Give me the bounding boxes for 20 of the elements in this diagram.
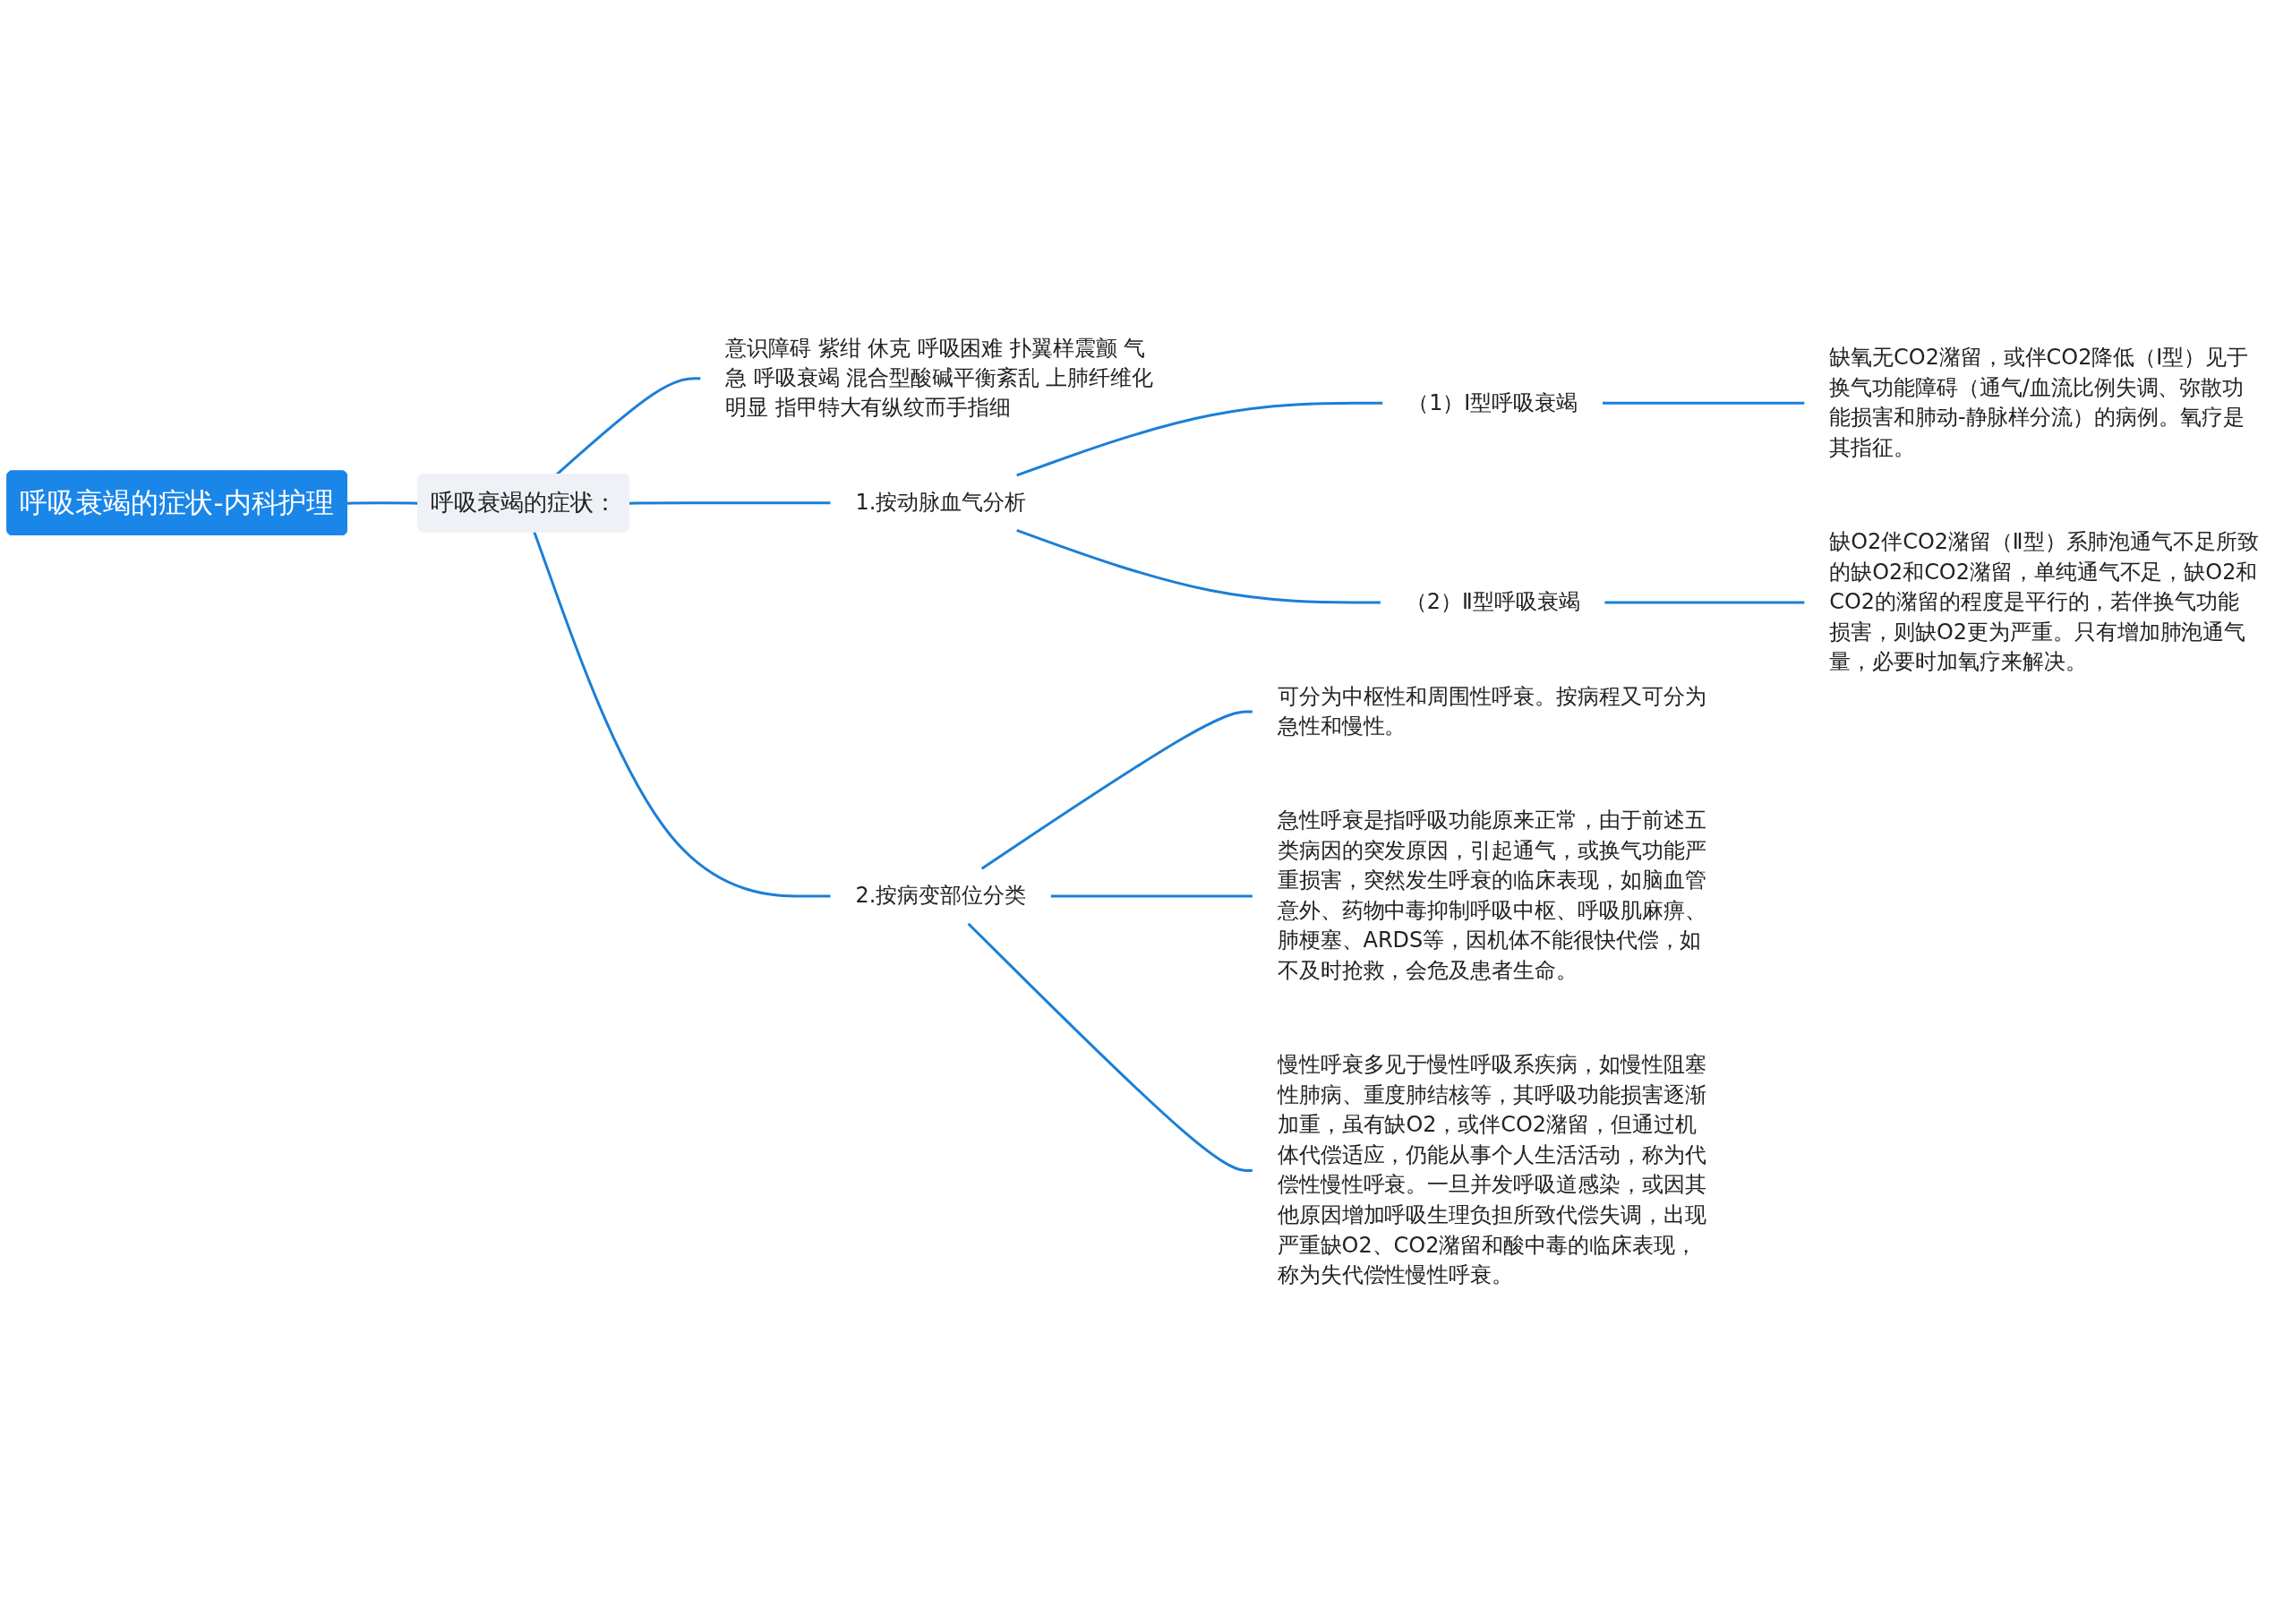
node-text: 1.按动脉血气分析 (855, 489, 1026, 515)
connector (1604, 601, 1805, 604)
node-text: 缺O2伴CO2潴留（Ⅱ型）系肺泡通气不足所致的缺O2和CO2潴留，单纯通气不足，缺O2和CO2的潴留的程度是平行的，若伴换气功能损害，则缺O2更为严重。只有增加肺泡通气量，必要时加氧疗来解决。 (1829, 529, 2259, 675)
connector (1016, 401, 1383, 477)
node-text: 可分为中枢性和周围性呼衰。按病程又可分为急性和慢性。 (1277, 683, 1706, 739)
connector (1050, 894, 1253, 898)
connector (967, 922, 1253, 1172)
connector (1016, 529, 1381, 604)
node-text: 慢性呼衰多见于慢性呼吸系疾病，如慢性阻塞性肺病、重度肺结核等，其呼吸功能损害逐渐加重，虽有缺O2，或伴CO2潴留，但通过机体代偿适应，仍能从事个人生活活动，称为代偿性慢性呼衰。一旦并发呼吸道感染，或因其他原因增加呼吸生理负担所致代偿失调，出现严重缺O2、CO2潴留和酸中毒的临床表现，称为失代偿性慢性呼衰。 (1277, 1052, 1706, 1287)
node-text: 2.按病变部位分类 (855, 883, 1026, 909)
connector (980, 710, 1253, 870)
node-text: 意识障碍 紫绀 休克 呼吸困难 扑翼样震颤 气急 呼吸衰竭 混合型酸碱平衡紊乱 上肺纤维化明显 指甲特大有纵纹而手指细 (725, 335, 1153, 421)
node-text: （2）Ⅱ型呼吸衰竭 (1405, 589, 1580, 615)
node-text: （1）Ⅰ型呼吸衰竭 (1407, 389, 1578, 415)
connector (533, 531, 831, 898)
node-text: 急性呼衰是指呼吸功能原来正常，由于前述五类病因的突发原因，引起通气，或换气功能严重损害，突然发生呼衰的临床表现，如脑血管意外、药物中毒抑制呼吸中枢、呼吸肌麻痹、肺梗塞、ARDS等，因机体不能很快代偿，如不及时抢救，会危及患者生命。 (1277, 808, 1706, 983)
connector (346, 501, 419, 505)
node-text: 缺氧无CO2潴留，或伴CO2降低（Ⅰ型）见于换气功能障碍（通气/血流比例失调、弥散功能损害和肺动-静脉样分流）的病例。氧疗是其指征。 (1829, 345, 2249, 460)
connector (1603, 401, 1805, 405)
connector (629, 501, 831, 505)
